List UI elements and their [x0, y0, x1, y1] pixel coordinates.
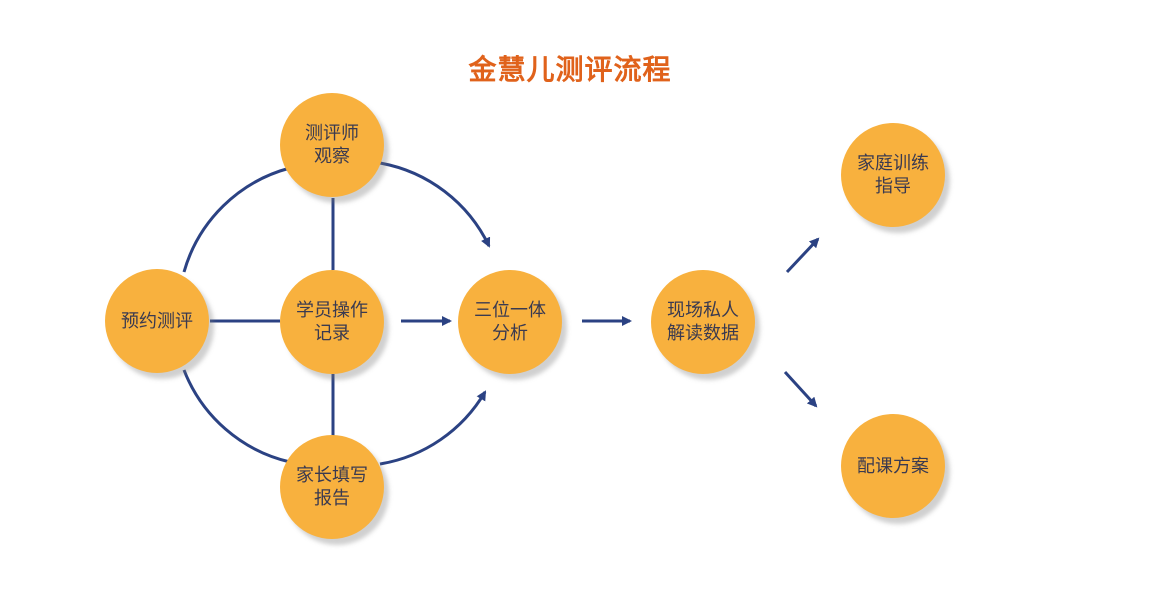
node-parent[interactable]: 家长填写报告 — [280, 435, 384, 539]
node-parent-label: 家长填写报告 — [296, 465, 368, 509]
node-observer[interactable]: 测评师观察 — [280, 93, 384, 197]
node-observer-label: 测评师观察 — [305, 123, 359, 167]
arc-reserve-to-parent — [182, 369, 291, 464]
node-record-label: 学员操作记录 — [296, 300, 368, 344]
node-reserve-label: 预约测评 — [121, 310, 193, 332]
node-reserve[interactable]: 预约测评 — [105, 269, 209, 373]
node-family[interactable]: 家庭训练指导 — [841, 123, 945, 227]
node-record[interactable]: 学员操作记录 — [280, 270, 384, 374]
arc-observer-to-reserve — [182, 166, 291, 273]
node-course[interactable]: 配课方案 — [841, 414, 945, 518]
node-analysis[interactable]: 三位一体分析 — [458, 270, 562, 374]
arc-parent-to-analysis — [379, 390, 487, 466]
diagram-title: 金慧儿测评流程 — [468, 53, 672, 86]
arrow-interpret-to-family — [785, 237, 820, 274]
node-analysis-label: 三位一体分析 — [474, 300, 546, 344]
node-course-label: 配课方案 — [857, 455, 929, 477]
arc-observer-to-analysis — [379, 161, 491, 248]
arrow-interpret-to-course — [783, 370, 818, 408]
node-interpret[interactable]: 现场私人解读数据 — [651, 270, 755, 374]
node-interpret-label: 现场私人解读数据 — [667, 300, 739, 344]
node-family-label: 家庭训练指导 — [857, 153, 929, 197]
